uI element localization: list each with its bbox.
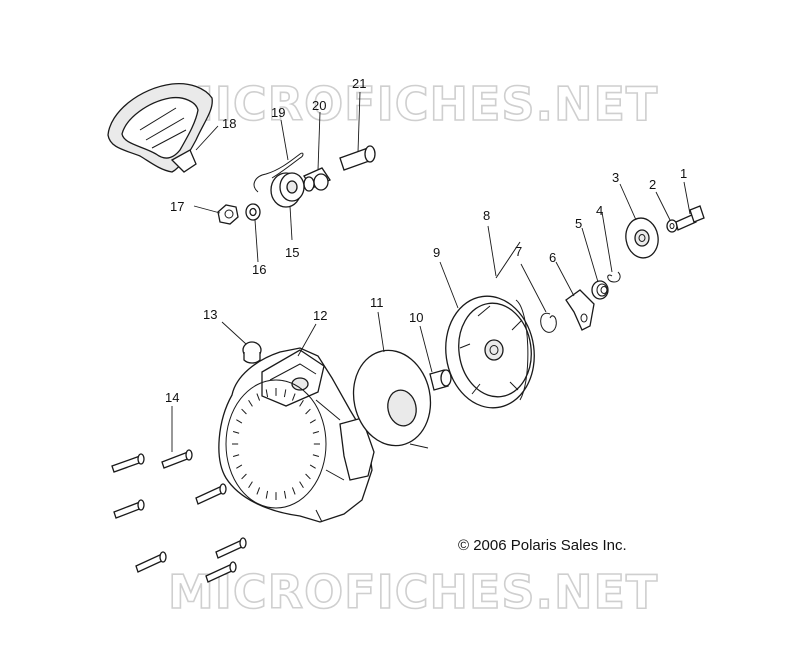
vent-slot (312, 431, 320, 434)
vent-slot (232, 431, 240, 434)
callout-12: 12 (313, 308, 327, 323)
callout-8: 8 (483, 208, 490, 223)
vent-slot (265, 389, 269, 398)
watermark-top: MICROFICHES.NET (168, 77, 658, 131)
callout-13: 13 (203, 307, 217, 322)
copyright-notice: © 2006 Polaris Sales Inc. (458, 537, 627, 554)
vent-slot (305, 473, 311, 480)
callout-21: 21 (352, 76, 366, 91)
callout-19: 19 (271, 105, 285, 120)
vent-slot (241, 473, 247, 480)
vent-slot (256, 393, 261, 401)
vent-slot (248, 481, 253, 489)
vent-slot (256, 487, 261, 495)
small-washer (666, 219, 678, 233)
bushing (303, 167, 331, 192)
callouts: 1 2 3 4 5 6 7 8 9 10 11 12 13 14 15 16 1… (165, 76, 687, 405)
pawl (565, 289, 595, 331)
callout-10: 10 (409, 310, 423, 325)
pin (339, 145, 376, 171)
recoil-spring (352, 349, 432, 449)
vent-slot (299, 481, 304, 489)
washer (245, 203, 261, 221)
rope (495, 241, 521, 279)
rope-reel (445, 295, 535, 409)
nut (217, 204, 239, 225)
vent-slot (309, 419, 316, 424)
vent-slot (312, 454, 320, 457)
vent-slot (236, 419, 243, 424)
callout-20: 20 (312, 98, 326, 113)
callout-15: 15 (285, 245, 299, 260)
vent-slot (265, 490, 269, 499)
cap (242, 341, 262, 364)
vent-slot (309, 464, 316, 469)
friction-spring (607, 271, 621, 283)
bolt (675, 205, 705, 231)
vent-slot (305, 408, 311, 415)
starter-housing (218, 347, 375, 523)
snap-ring (540, 312, 557, 333)
vent-slot (299, 399, 304, 407)
callout-9: 9 (433, 245, 440, 260)
starter-handle (107, 82, 213, 173)
vent-slot (236, 464, 243, 469)
vent-slot (291, 487, 296, 495)
callout-14: 14 (165, 390, 179, 405)
screws (111, 449, 247, 583)
vent-slot (291, 393, 296, 401)
vent-slot (283, 490, 287, 499)
callout-3: 3 (612, 170, 619, 185)
pawl-spring (591, 280, 609, 300)
callout-1: 1 (680, 166, 687, 181)
callout-6: 6 (549, 250, 556, 265)
callout-16: 16 (252, 262, 266, 277)
vent-slot (283, 389, 287, 398)
watermark-bottom: MICROFICHES.NET (168, 565, 658, 619)
callout-4: 4 (596, 203, 603, 218)
vent-slot (232, 454, 240, 457)
callout-17: 17 (170, 199, 184, 214)
callout-5: 5 (575, 216, 582, 231)
pulley (270, 172, 305, 208)
callout-7: 7 (515, 244, 522, 259)
callout-2: 2 (649, 177, 656, 192)
vent-slot (241, 408, 247, 415)
small-bushing (429, 369, 452, 391)
callout-11: 11 (370, 295, 384, 310)
spring-clip (253, 152, 304, 193)
vent-slot (248, 399, 253, 407)
callout-18: 18 (222, 116, 236, 131)
ratchet-plate (625, 217, 659, 259)
leader-lines (171, 91, 691, 452)
